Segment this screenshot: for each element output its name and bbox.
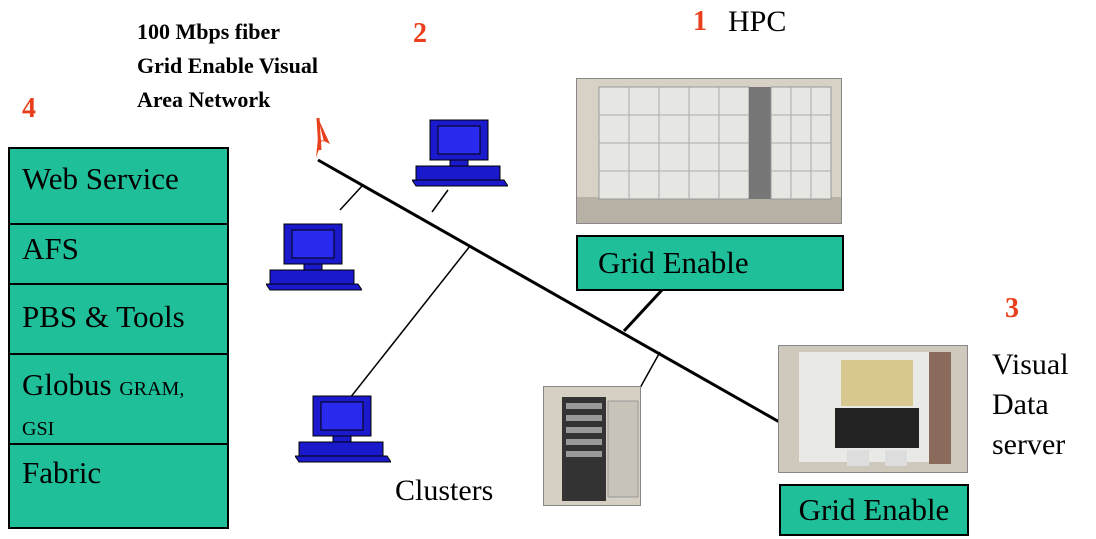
globus-gsi: GSI [22, 418, 55, 440]
grid-enable-bottom: Grid Enable [779, 484, 969, 536]
network-line-3: Area Network [137, 87, 271, 112]
stack-pbs: PBS & Tools [10, 285, 227, 355]
clusters-photo [543, 386, 641, 506]
link-computer-bottom [349, 245, 471, 399]
link-clusters [639, 351, 661, 389]
clusters-label: Clusters [395, 474, 494, 507]
label-hpc: HPC [728, 5, 787, 38]
computer-icon [294, 394, 392, 469]
globus-main: Globus [22, 367, 112, 402]
stack-fabric: Fabric [22, 455, 102, 490]
globus-gram: GRAM, [119, 378, 185, 400]
label-number-1: 1 [693, 6, 707, 37]
fiber-backbone [317, 158, 791, 430]
computer-icon [411, 118, 509, 193]
link-computer-top [431, 189, 449, 213]
label-number-4: 4 [22, 93, 36, 124]
network-description: 100 Mbps fiber Grid Enable Visual Area N… [137, 15, 318, 117]
hpc-rack-image [577, 79, 841, 223]
visual-line-2: Data [992, 388, 1049, 421]
stack-globus: Globus GRAM, GSI [10, 355, 227, 445]
network-line-2: Grid Enable Visual [137, 53, 318, 78]
hpc-photo [576, 78, 842, 224]
stack-afs: AFS [10, 225, 227, 285]
label-number-3: 3 [1005, 293, 1019, 324]
visual-server-image [779, 346, 967, 472]
grid-enable-top: Grid Enable [576, 235, 844, 291]
clusters-rack-image [544, 387, 640, 505]
visual-line-1: Visual [992, 348, 1069, 381]
arrow-icon [316, 118, 330, 158]
visual-data-server-label: Visual Data server [992, 345, 1069, 465]
link-grid-top [622, 288, 664, 333]
label-number-2: 2 [413, 18, 427, 49]
visual-line-3: server [992, 428, 1066, 461]
link-computer-left [339, 185, 363, 211]
computer-icon [265, 222, 363, 297]
stack-web-service: Web Service [10, 149, 227, 225]
network-line-1: 100 Mbps fiber [137, 19, 280, 44]
visual-server-photo [778, 345, 968, 473]
software-stack: Web Service AFS PBS & Tools Globus GRAM,… [8, 147, 229, 529]
